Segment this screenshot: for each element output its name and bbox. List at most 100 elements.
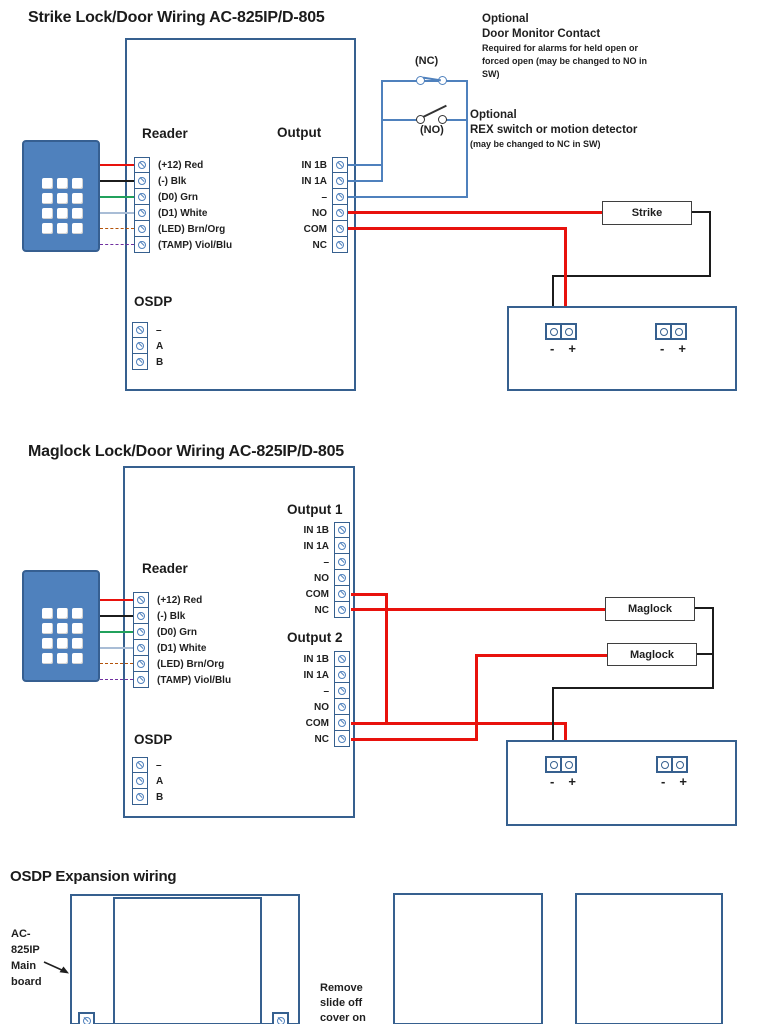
screw-terminal-icon xyxy=(332,220,348,237)
pin-label: NC xyxy=(314,733,329,745)
screw-terminal-icon xyxy=(132,322,148,338)
screw-terminal-icon xyxy=(132,788,148,805)
screw-terminal-icon xyxy=(133,639,149,656)
note-line: Optional xyxy=(482,13,529,25)
diagram2-title: Maglock Lock/Door Wiring AC-825IP/D-805 xyxy=(28,443,344,460)
screw-terminal-icon xyxy=(134,188,150,205)
pin-label: NO xyxy=(314,572,329,584)
wire-strike-black xyxy=(692,211,711,214)
power-supply-box xyxy=(506,740,737,826)
psu-plus-label: + xyxy=(568,341,576,356)
wire-switch-right xyxy=(466,80,468,198)
screw-terminal-icon xyxy=(334,651,350,667)
pin-label: (-) Blk xyxy=(158,175,187,187)
pin-label: IN 1A xyxy=(301,175,327,187)
wire-no-to-strike xyxy=(348,211,602,214)
power-supply-box xyxy=(507,306,737,391)
wire-maglock-black xyxy=(552,687,555,764)
nc-switch-icon xyxy=(416,76,425,85)
maglock1-device-box: Maglock xyxy=(605,597,695,621)
diagram1-title: Strike Lock/Door Wiring AC-825IP/D-805 xyxy=(28,9,325,26)
pin-label: B xyxy=(156,356,164,368)
screw-terminal-icon xyxy=(134,157,150,173)
keypad-reader xyxy=(22,570,100,682)
screw-terminal-icon xyxy=(334,666,350,683)
wire-reader-led xyxy=(100,228,134,229)
pin-label: COM xyxy=(305,717,329,729)
wire-maglock-black xyxy=(552,687,713,690)
screw-terminal-icon xyxy=(334,569,350,586)
pin-label: (D0) Grn xyxy=(158,191,198,203)
wire-reader-12v xyxy=(100,599,133,601)
rex-note: Optional REX switch or motion detector (… xyxy=(470,108,637,151)
screw-terminal-icon xyxy=(332,236,348,253)
psu-terminal-icon xyxy=(560,323,577,340)
wire-reader-d1 xyxy=(100,647,133,649)
no-switch-icon xyxy=(416,115,425,124)
screw-terminal-icon xyxy=(132,772,148,789)
pin-label: NC xyxy=(314,604,329,616)
wire-out1-com xyxy=(385,593,388,724)
keypad-buttons xyxy=(42,608,83,664)
diagram2-osdp-terminals: – A B xyxy=(132,757,163,805)
psu-plus-label: + xyxy=(679,774,687,789)
callout-line: board xyxy=(11,976,42,988)
diagram1-reader-terminals: (+12) Red (-) Blk (D0) Grn (D1) White (L… xyxy=(134,157,232,253)
screw-terminal-icon xyxy=(334,730,350,747)
no-switch-label: (NO) xyxy=(420,124,444,136)
wire-no-branch-right xyxy=(442,119,467,121)
screw-terminal-icon xyxy=(272,1012,289,1024)
screw-terminal-icon xyxy=(332,204,348,221)
diagram2-output2-label: Output 2 xyxy=(287,630,343,645)
psu-terminal-icon xyxy=(560,756,577,773)
callout-line: 825IP xyxy=(11,944,40,956)
wire-reader-led xyxy=(100,663,133,664)
screw-terminal-icon xyxy=(332,188,348,205)
keypad-buttons xyxy=(42,178,83,234)
screw-terminal-icon xyxy=(132,353,148,370)
remove-cover-note: Remove slide off cover on xyxy=(320,981,366,1024)
screw-terminal-icon xyxy=(132,757,148,773)
pin-label: (+12) Red xyxy=(158,159,204,171)
psu-minus-label: - xyxy=(660,341,665,356)
psu-terminal-pair: -+ xyxy=(656,756,690,789)
callout-arrow-icon xyxy=(43,961,69,974)
diagram1-controller-board xyxy=(125,38,356,391)
psu-minus-label: - xyxy=(550,774,555,789)
pin-label: IN 1B xyxy=(303,524,329,536)
wire-reader-d0 xyxy=(100,196,134,198)
pin-label: – xyxy=(156,759,162,771)
wire-maglock-black xyxy=(712,607,715,689)
pin-label: A xyxy=(156,775,164,787)
screw-terminal-icon xyxy=(334,601,350,618)
pin-label: COM xyxy=(303,223,327,235)
maglock-label: Maglock xyxy=(629,648,674,661)
screw-terminal-icon xyxy=(132,337,148,354)
wire-no-branch-left xyxy=(382,119,420,121)
pin-label: (D1) White xyxy=(157,642,207,654)
wire-out2-nc-to-maglock2 xyxy=(475,654,478,741)
diagram1-reader-label: Reader xyxy=(142,126,188,141)
note-line: Optional xyxy=(470,109,517,121)
pin-label: – xyxy=(323,556,329,568)
pin-label: (-) Blk xyxy=(157,610,186,622)
diagram2-reader-label: Reader xyxy=(142,561,188,576)
psu-terminal-icon xyxy=(670,323,687,340)
pin-label: IN 1B xyxy=(303,653,329,665)
pin-label: (+12) Red xyxy=(157,594,203,606)
pin-label: COM xyxy=(305,588,329,600)
wire-strike-black xyxy=(553,275,711,278)
pin-label: IN 1A xyxy=(303,669,329,681)
screw-terminal-icon xyxy=(133,623,149,640)
screw-terminal-icon xyxy=(334,698,350,715)
pin-label: (D0) Grn xyxy=(157,626,197,638)
psu-terminal-pair: -+ xyxy=(545,756,579,789)
screw-terminal-icon xyxy=(332,172,348,189)
note-line: cover on xyxy=(320,1012,366,1024)
wire-maglock-black xyxy=(697,653,714,656)
screw-terminal-icon xyxy=(133,671,149,688)
psu-terminal-pair: -+ xyxy=(545,323,579,356)
wire-out1-nc-to-maglock1 xyxy=(351,608,605,611)
expansion-box-1 xyxy=(393,893,543,1024)
